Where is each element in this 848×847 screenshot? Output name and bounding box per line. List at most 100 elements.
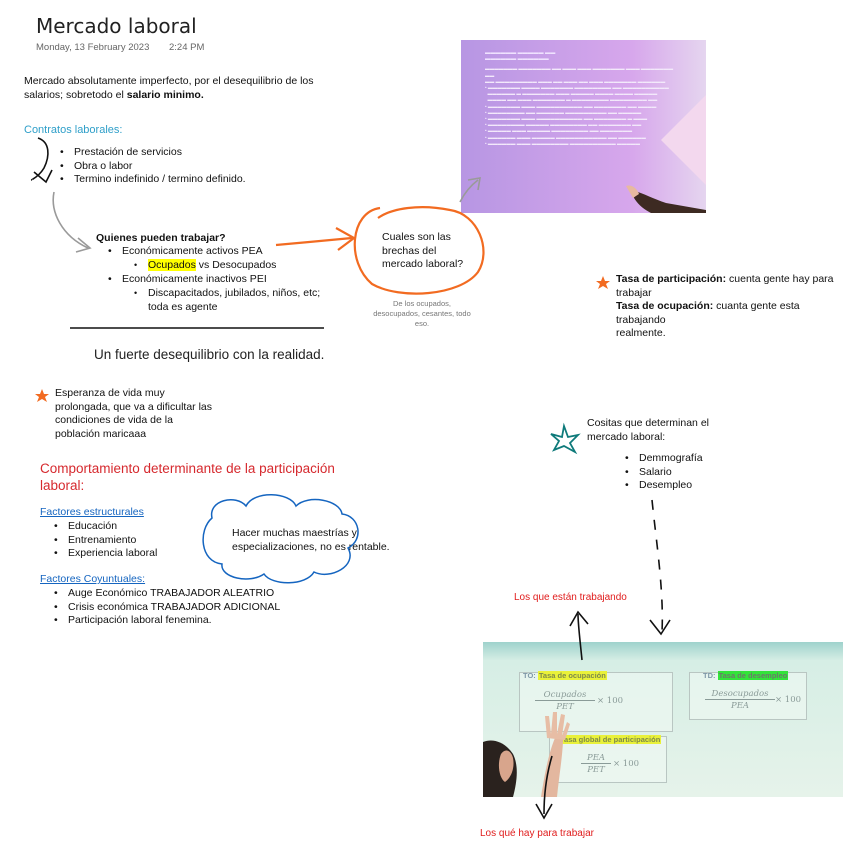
cloud-line-1: Hacer muchas maestrías y [232, 527, 357, 539]
list-item: Ocupados vs Desocupados [132, 259, 276, 273]
gray-arrowhead-slide [467, 177, 481, 191]
quienes-sublist-ocupados: Ocupados vs Desocupados [132, 259, 276, 273]
intro-text: Mercado absolutamente imperfecto, por el… [24, 74, 344, 102]
brechas-note-1: De los ocupados, [393, 299, 451, 308]
black-arrowhead-down [535, 803, 553, 820]
presenter-hand [626, 185, 706, 213]
intro-line-2: salarios; sobretodo el salario minimo. [24, 88, 344, 102]
quienes-list-pei: Económicamente inactivos PEI [106, 273, 267, 287]
esperanza-line-2: prolongada, que va a dificultar las [55, 400, 213, 413]
dashed-arrowhead [649, 619, 671, 636]
black-arrowhead-up [569, 610, 589, 627]
quienes-list-pea: Económicamente activos PEA [106, 245, 263, 259]
pea-denominator: PEA [730, 701, 750, 711]
comportamiento-line-2: laboral: [40, 478, 85, 493]
ocupados-numerator: Ocupados [535, 690, 595, 701]
td-box [689, 672, 807, 720]
list-item: Obra o labor [58, 160, 246, 174]
ocupacion-line-2: realmente. [616, 327, 666, 339]
brechas-line-1: Cuales son las [382, 231, 451, 243]
tgp-label: Tasa global de participación [559, 735, 662, 744]
td-label: TD: Tasa de desempleo [703, 671, 789, 680]
cositas-list: Demmografía Salario Desempleo [623, 452, 703, 493]
ocupacion-text: cuanta gente esta trabajando [616, 300, 800, 326]
ocupacion-label: Tasa de ocupación: [616, 300, 714, 312]
slide-photo-green: TO: Tasa de ocupación Ocupados PET × 100… [483, 642, 843, 797]
contratos-list: Prestación de servicios Obra o labor Ter… [58, 146, 246, 187]
gray-curved-arrow [52, 191, 89, 249]
to-label: TO: Tasa de ocupación [523, 671, 607, 680]
list-item: Económicamente inactivos PEI [106, 273, 267, 287]
participacion-text: cuenta gente hay para [726, 273, 834, 285]
esperanza-line-3: condiciones de vida de la [55, 414, 173, 426]
tasas-definitions: Tasa de participación: cuenta gente hay … [616, 273, 846, 341]
contratos-heading: Contratos laborales: [24, 124, 123, 136]
cositas-line-1: Cositas que determinan el [587, 417, 709, 429]
list-item: Experiencia laboral [52, 547, 157, 561]
desequilibrio-text: Un fuerte desequilibrio con la realidad. [94, 347, 325, 362]
brechas-line-2: brechas del [382, 244, 437, 257]
esperanza-text: Esperanza de vida muy prolongada, que va… [55, 387, 212, 441]
dashed-arrow [651, 499, 664, 633]
list-item: Discapacitados, jubilados, niños, etc;to… [132, 287, 320, 314]
esperanza-line-4: población maricaaa [55, 427, 147, 440]
cloud-outline [202, 494, 359, 584]
td-highlight: Tasa de desempleo [717, 671, 789, 680]
teal-star-icon [550, 422, 581, 455]
list-item: Salario [623, 466, 703, 480]
esperanza-line-1: Esperanza de vida muy [55, 387, 165, 399]
list-item: Crisis económica TRABAJADOR ADICIONAL [52, 601, 280, 615]
list-item: Participación laboral fenemina. [52, 614, 280, 628]
page-date: Monday, 13 February 2023 [36, 42, 150, 53]
participacion-line-2: trabajar [616, 286, 652, 299]
brechas-line-3: mercado laboral? [382, 258, 464, 270]
pei-detail-1: Discapacitados, jubilados, niños, etc; [148, 287, 321, 299]
participacion-label: Tasa de participación: [616, 273, 727, 285]
orange-star-icon [596, 276, 610, 289]
times-100: × 100 [596, 696, 624, 706]
gray-arrowhead [75, 237, 92, 253]
td-times-100: × 100 [774, 695, 802, 705]
td-prefix: TD: [703, 671, 716, 680]
comportamiento-line-1: Comportamiento determinante de la partic… [40, 461, 335, 476]
ocupacion-line: Tasa de ocupación: cuanta gente esta tra… [616, 300, 846, 327]
tgp-pea-numerator: PEA [581, 753, 611, 764]
annotation-hay: Los qué hay para trabajar [480, 828, 594, 839]
list-item: Auge Económico TRABAJADOR ALEATRIO [52, 587, 280, 601]
list-item: Económicamente activos PEA [106, 245, 263, 259]
brechas-note-2: desocupados, cesantes, todo [373, 309, 471, 318]
black-arrow-down [543, 755, 553, 815]
participacion-line: Tasa de participación: cuenta gente hay … [616, 273, 846, 287]
list-item: Prestación de servicios [58, 146, 246, 160]
quienes-sublist-pei: Discapacitados, jubilados, niños, etc;to… [132, 287, 320, 314]
cloud-line-2: especializaciones, no es rentable. [232, 541, 390, 553]
list-item: Educación [52, 520, 157, 534]
orange-star-icon [35, 389, 49, 402]
tgp-times-100: × 100 [612, 759, 640, 769]
to-highlight: Tasa de ocupación [537, 671, 607, 680]
gray-arrow-to-slide [459, 179, 479, 203]
comportamiento-heading: Comportamiento determinante de la partic… [40, 460, 335, 494]
vs-desocupados: vs Desocupados [195, 259, 277, 271]
page-time: 2:24 PM [169, 42, 205, 53]
annotation-trabajando: Los que están trabajando [514, 592, 627, 603]
coyuntura-list: Auge Económico TRABAJADOR ALEATRIO Crisi… [52, 587, 280, 628]
estructurales-heading: Factores estructurales [40, 506, 144, 518]
slide-photo-purple: ▬▬▬▬▬▬ ▬▬▬▬▬ ▬▬▬▬▬▬▬▬ ▬▬▬▬▬▬ ▬▬▬▬▬▬▬ ▬▬▬… [461, 40, 706, 213]
slide-decorative-shape [661, 95, 706, 185]
orange-circle [353, 206, 485, 295]
intro-prefix: salarios; sobretodo el [24, 89, 127, 101]
list-item: Desempleo [623, 479, 703, 493]
intro-bold: salario minimo. [126, 89, 204, 101]
list-item: Termino indefinido / termino definido. [58, 173, 246, 187]
black-curved-arrow [30, 137, 49, 181]
orange-arrowhead [335, 227, 357, 251]
pei-detail-2: toda es agente [148, 300, 218, 313]
cloud-note: Hacer muchas maestrías y especializacion… [232, 526, 390, 554]
list-item: Entrenamiento [52, 534, 157, 548]
black-arrowhead [33, 169, 53, 184]
coyuntura-heading: Factores Coyuntuales: [40, 573, 146, 585]
brechas-question: Cuales son las brechas del mercado labor… [382, 231, 463, 272]
orange-arrow [275, 236, 353, 247]
